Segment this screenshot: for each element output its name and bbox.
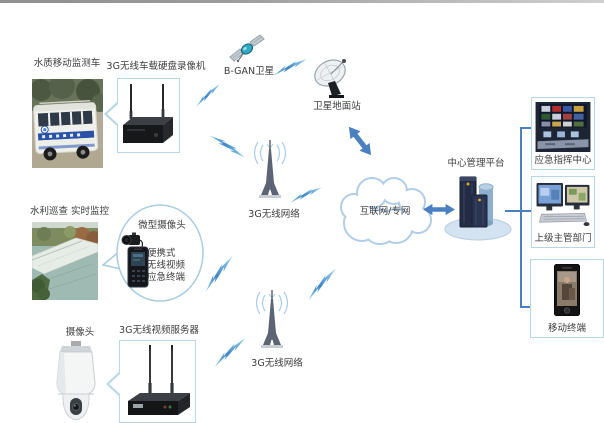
inspection-label: 水利巡查 实时监控 [30,206,110,217]
lightning-icon-recorder-satellite [191,84,224,108]
portable-terminal-line-3: 应急终端 [147,272,186,283]
recorder-box [104,78,180,153]
lightning-icon-tower-cloud-top [290,187,322,203]
network-top-label: 3G无线网络 [248,209,300,220]
double-arrow-icon-dish-cloud [343,122,378,160]
cloud-label: 互联网/专网 [359,206,411,217]
dish-icon [314,59,346,98]
satellite-icon [229,34,265,63]
connector-bracket-vertical [520,127,522,308]
video-server-box [106,340,196,423]
authority-monitors-image [536,182,590,227]
connector-platform-to-bracket [505,210,531,212]
dam-photo [32,222,98,300]
satellite-label: B-GAN卫星 [223,66,275,77]
tower-icon-top [247,139,293,207]
command-center-label: 应急指挥中心 [534,155,592,166]
vehicle-photo [32,79,103,168]
network-bottom-label: 3G无线网络 [251,358,303,369]
smartphone-image [554,264,580,316]
micro-camera-label: 微型摄像头 [138,220,186,231]
ground-station-label: 卫星地面站 [313,101,361,112]
server-platform-icon [444,176,512,241]
video-server-label: 3G无线视频服务器 [119,325,199,336]
recorder-device-icon [123,84,173,143]
dome-camera-photo [56,341,96,421]
authority-label: 上级主管部门 [534,233,592,244]
tower-icon-bottom [249,289,295,357]
platform-label: 中心管理平台 [447,158,505,169]
vehicle-label: 水质移动监测车 [33,58,101,69]
connector-branch-mobile [520,306,532,308]
mobile-terminal-box: 移动终端 [530,259,604,338]
dome-camera-label: 摄像头 [65,327,95,338]
video-server-device-icon [128,345,190,415]
mobile-terminal-label: 移动终端 [547,323,586,334]
authority-box: 上级主管部门 [531,176,595,248]
lightning-icon-server-tower [209,338,251,367]
lightning-icon-satellite-dish [273,59,307,76]
lightning-icon-recorder-tower [209,125,245,167]
connector-branch-command [520,127,532,129]
portable-terminal-line-1: 便携式 [147,248,176,259]
command-center-box: 应急指挥中心 [531,97,595,170]
cloud-icon [340,177,432,245]
lightning-icon-tower-cloud-bottom [301,268,343,300]
double-arrow-icon-cloud-platform [423,202,455,217]
command-room-image [535,102,591,152]
top-border-bar [0,0,604,3]
handheld-terminal-icon [127,246,149,288]
portable-terminal-line-2: 无线视频 [147,260,186,271]
recorder-label: 3G无线车载硬盘录像机 [106,61,206,72]
micro-camera-icon [121,232,144,248]
